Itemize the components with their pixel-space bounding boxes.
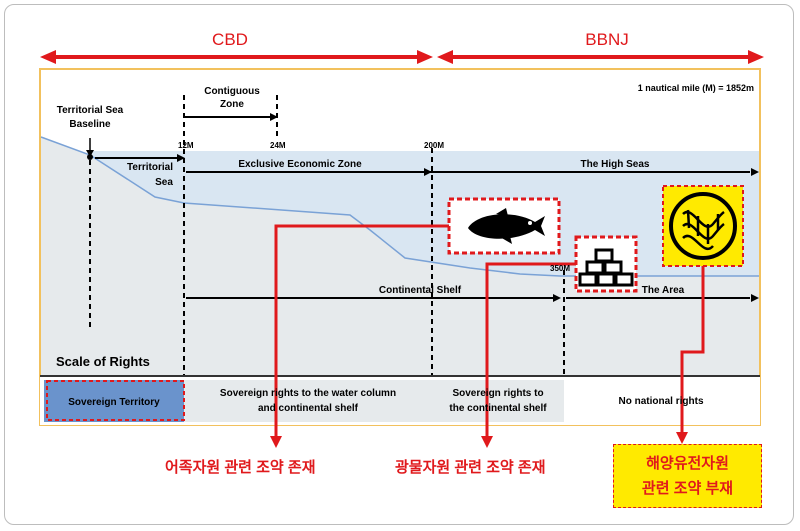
figure-frame <box>4 4 794 525</box>
bbnj-label: BBNJ <box>585 30 629 49</box>
bbnj-arrow-left <box>437 50 453 64</box>
bbnj-arrow-right <box>748 50 764 64</box>
cbd-arrow-right <box>417 50 433 64</box>
fish-caption: 어족자원 관련 조약 존재 <box>165 459 316 476</box>
genetic-caption-box: 해양유전자원 관련 조약 부재 <box>613 444 762 508</box>
genetic-caption-line-2: 관련 조약 부재 <box>641 480 734 497</box>
genetic-caption-line-1: 해양유전자원 <box>646 455 729 472</box>
cbd-arrow-left <box>40 50 56 64</box>
cbd-label: CBD <box>212 30 248 49</box>
header-arrows <box>40 50 764 64</box>
mineral-caption: 광물자원 관련 조약 존재 <box>395 459 546 476</box>
